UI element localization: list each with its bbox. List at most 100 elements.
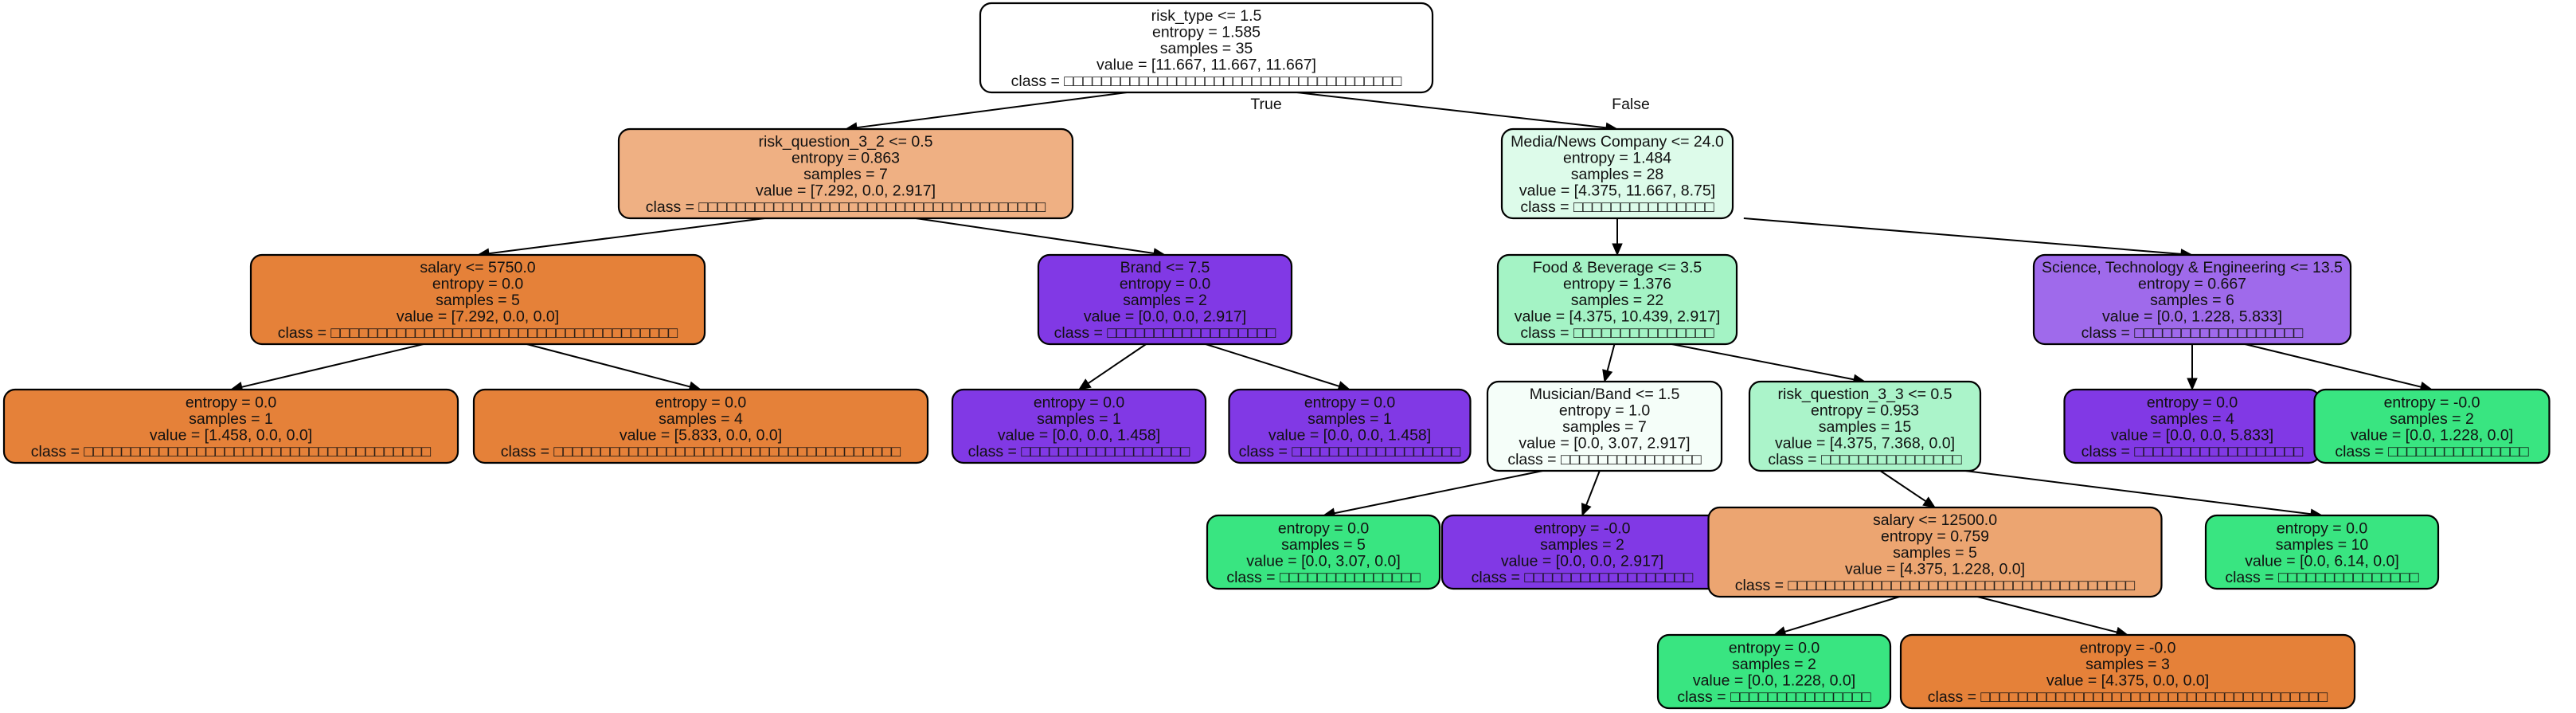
- node-text-line: risk_question_3_2 <= 0.5: [759, 133, 933, 151]
- tree-edge-n5-n6: [1077, 343, 1147, 390]
- node-text-line: risk_question_3_3 <= 0.5: [1778, 386, 1953, 403]
- node-text-line: value = [5.833, 0.0, 0.0]: [620, 426, 782, 444]
- node-text-line: Science, Technology & Engineering <= 13.…: [2042, 259, 2343, 276]
- node-text-line: value = [4.375, 7.368, 0.0]: [1775, 435, 1955, 452]
- arrowhead-icon: [2187, 378, 2198, 391]
- node-box: [2, 388, 459, 464]
- tree-edge-n2-n3: [229, 343, 424, 393]
- edge-line: [1965, 470, 2312, 515]
- edge-line: [1671, 343, 1855, 381]
- node-text-line: entropy = 0.0: [432, 276, 524, 293]
- edge-line: [1585, 470, 1601, 506]
- node-text-line: samples = 1: [189, 410, 273, 428]
- node-text-line: class = □□□□□□□□□□□□□□□: [1677, 688, 1871, 706]
- tree-edge-n1-n2: [476, 217, 765, 259]
- node-text-line: entropy = -0.0: [1534, 519, 1631, 537]
- edge-line: [856, 92, 1128, 129]
- node-text-line: entropy = 1.585: [1152, 24, 1261, 41]
- node-text-line: class = □□□□□□□□□□□□□□□: [1507, 451, 1702, 468]
- tree-edge-n0-n1: [844, 92, 1128, 133]
- tree-edge-n18-n19: [2187, 344, 2198, 391]
- edge-line: [241, 343, 424, 388]
- node-text-line: class = □□□□□□□□□□□□□□□□□□: [1239, 443, 1461, 460]
- node-text-line: entropy = 1.484: [1563, 150, 1671, 167]
- node-text-line: entropy = 0.759: [1881, 528, 1989, 546]
- edge-line: [1743, 217, 2182, 255]
- node-text-line: salary <= 12500.0: [1873, 511, 1997, 529]
- node-text-line: class = □□□□□□□□□□□□□□□□□□: [1472, 569, 1694, 586]
- node-text-line: entropy = 0.0: [186, 394, 277, 411]
- arrowhead-icon: [1922, 496, 1937, 508]
- node-text-line: samples = 5: [1281, 536, 1366, 554]
- node-text-line: value = [0.0, 1.228, 5.833]: [2102, 308, 2282, 326]
- arrowhead-icon: [1612, 243, 1623, 257]
- node-text-line: risk_type <= 1.5: [1151, 7, 1262, 25]
- node-text-line: class = □□□□□□□□□□□□□□□□□□□□□□□□□□□□□□□□…: [278, 324, 678, 342]
- node-text-line: samples = 4: [659, 410, 743, 428]
- node-text-line: value = [7.292, 0.0, 2.917]: [756, 182, 936, 200]
- edge-line: [1296, 92, 1607, 129]
- tree-edge-n9-n10: [1602, 343, 1616, 383]
- tree-edge-n1-n5: [916, 217, 1167, 259]
- node-text-line: value = [4.375, 10.439, 2.917]: [1515, 308, 1721, 326]
- edge-line: [1205, 343, 1339, 387]
- node-text-line: class = □□□□□□□□□□□□□□□: [1520, 198, 1714, 216]
- edge-line: [1088, 343, 1147, 384]
- edge-label-true: True: [1250, 96, 1281, 113]
- node-text-line: samples = 5: [436, 292, 520, 309]
- node-text-line: samples = 4: [2150, 410, 2234, 428]
- node-text-line: entropy = 0.0: [655, 394, 747, 411]
- node-text-line: entropy = 0.0: [2147, 394, 2238, 411]
- edge-label-false: False: [1612, 96, 1650, 113]
- node-box: [1206, 514, 1441, 590]
- node-box: [1496, 253, 1738, 346]
- arrowhead-icon: [1602, 369, 1613, 383]
- node-text-line: class = □□□□□□□□□□□□□□□□□□: [1054, 324, 1276, 342]
- node-text-line: entropy = -0.0: [2080, 639, 2176, 656]
- node-text-line: samples = 35: [1160, 40, 1253, 57]
- node-text-line: value = [0.0, 1.228, 0.0]: [2351, 426, 2513, 444]
- edge-line: [1976, 596, 2117, 633]
- node-text-line: value = [11.667, 11.667, 11.667]: [1096, 57, 1316, 74]
- node-text-line: class = □□□□□□□□□□□□□□□□□□□□□□□□□□□□□□□□…: [1011, 72, 1402, 90]
- node-text-line: value = [0.0, 0.0, 1.458]: [1268, 426, 1431, 444]
- node-text-line: samples = 2: [1732, 656, 1816, 673]
- edge-line: [1606, 343, 1616, 371]
- tree-edge-n8-n18: [1743, 217, 2194, 260]
- node-text-line: class = □□□□□□□□□□□□□□□: [2335, 443, 2529, 460]
- node-box: [1707, 506, 2163, 598]
- edge-line: [1334, 470, 1543, 515]
- edge-line: [526, 343, 690, 388]
- node-text-line: value = [0.0, 0.0, 2.917]: [1501, 552, 1663, 570]
- tree-node-n18: Science, Technology & Engineering <= 13.…: [2032, 253, 2352, 346]
- node-text-line: samples = 2: [1123, 292, 1207, 309]
- node-text-line: samples = 10: [2276, 536, 2369, 554]
- node-text-line: entropy = 0.0: [1034, 394, 1125, 411]
- node-text-line: samples = 22: [1571, 292, 1664, 309]
- node-text-line: samples = 15: [1819, 418, 1912, 436]
- node-text-line: salary <= 5750.0: [420, 259, 535, 276]
- node-box: [2032, 253, 2352, 346]
- tree-edge-n14-n16: [1976, 596, 2129, 637]
- tree-edge-n10-n12: [1581, 470, 1601, 517]
- tree-edge-n2-n4: [526, 343, 702, 392]
- node-text-line: value = [0.0, 0.0, 2.917]: [1084, 308, 1246, 326]
- node-text-line: class = □□□□□□□□□□□□□□□□□□□□□□□□□□□□□□□□…: [501, 443, 901, 460]
- node-text-line: value = [4.375, 0.0, 0.0]: [2046, 672, 2209, 689]
- node-text-line: entropy = 0.0: [1729, 639, 1820, 656]
- tree-edge-n8-n9: [1612, 218, 1623, 257]
- node-text-line: class = □□□□□□□□□□□□□□□□□□: [2082, 324, 2304, 342]
- node-text-line: class = □□□□□□□□□□□□□□□□□□□□□□□□□□□□□□□□…: [31, 443, 432, 460]
